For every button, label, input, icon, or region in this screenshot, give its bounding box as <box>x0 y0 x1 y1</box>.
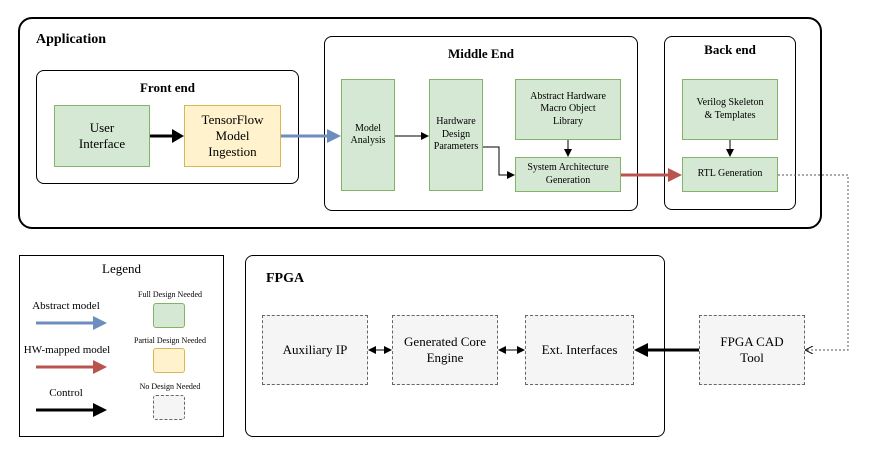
legend-control-arrow <box>36 403 107 417</box>
tensorflow-ingestion-node: TensorFlow Model Ingestion <box>184 105 281 167</box>
auxiliary-ip-node: Auxiliary IP <box>262 315 368 385</box>
arrow-system-arch-to-rtl <box>621 168 682 182</box>
arrow-cad-tool-to-ext-interfaces <box>634 343 699 357</box>
arrow-rtl-to-cad-tool <box>778 174 849 350</box>
fpga-cad-tool-node: FPGA CAD Tool <box>699 315 805 385</box>
legend-abstract-model-label: Abstract model <box>32 300 100 312</box>
front-end-title: Front end <box>139 80 195 95</box>
middle-end-title: Middle End <box>447 46 515 61</box>
verilog-skeleton-node: Verilog Skeleton & Templates <box>682 79 778 140</box>
model-analysis-node: Model Analysis <box>341 79 395 191</box>
legend-abstract-arrow <box>36 316 107 330</box>
legend-no-design-label: No Design Needed <box>139 382 201 391</box>
legend-frame <box>19 255 224 437</box>
arrow-hw-params-to-system-arch <box>483 146 515 179</box>
abstract-hw-library-node: Abstract Hardware Macro Object Library <box>515 79 621 140</box>
legend-none-swatch <box>153 395 185 420</box>
application-title: Application <box>36 32 107 47</box>
legend-control-label: Control <box>49 387 83 399</box>
legend-full-design-label: Full Design Needed <box>138 290 202 299</box>
rtl-generation-node: RTL Generation <box>682 157 778 192</box>
arrow-tensorflow-to-model-analysis <box>281 129 341 143</box>
legend-hw-mapped-model-label: HW-mapped model <box>23 344 111 356</box>
fpga-title: FPGA <box>266 271 305 286</box>
hw-design-params-node: Hardware Design Parameters <box>429 79 483 191</box>
generated-core-node: Generated Core Engine <box>392 315 498 385</box>
legend-title: Legend <box>102 261 141 276</box>
legend-hw-mapped-arrow <box>36 360 107 374</box>
legend-partial-design-label: Partial Design Needed <box>134 336 206 345</box>
legend-full-swatch <box>153 303 185 328</box>
ext-interfaces-node: Ext. Interfaces <box>525 315 634 385</box>
user-interface-node: User Interface <box>54 105 150 167</box>
system-arch-gen-node: System Architecture Generation <box>515 157 621 192</box>
legend-partial-swatch <box>153 348 185 373</box>
back-end-title: Back end <box>704 42 756 57</box>
arrow-ui-to-tensorflow <box>150 129 184 143</box>
